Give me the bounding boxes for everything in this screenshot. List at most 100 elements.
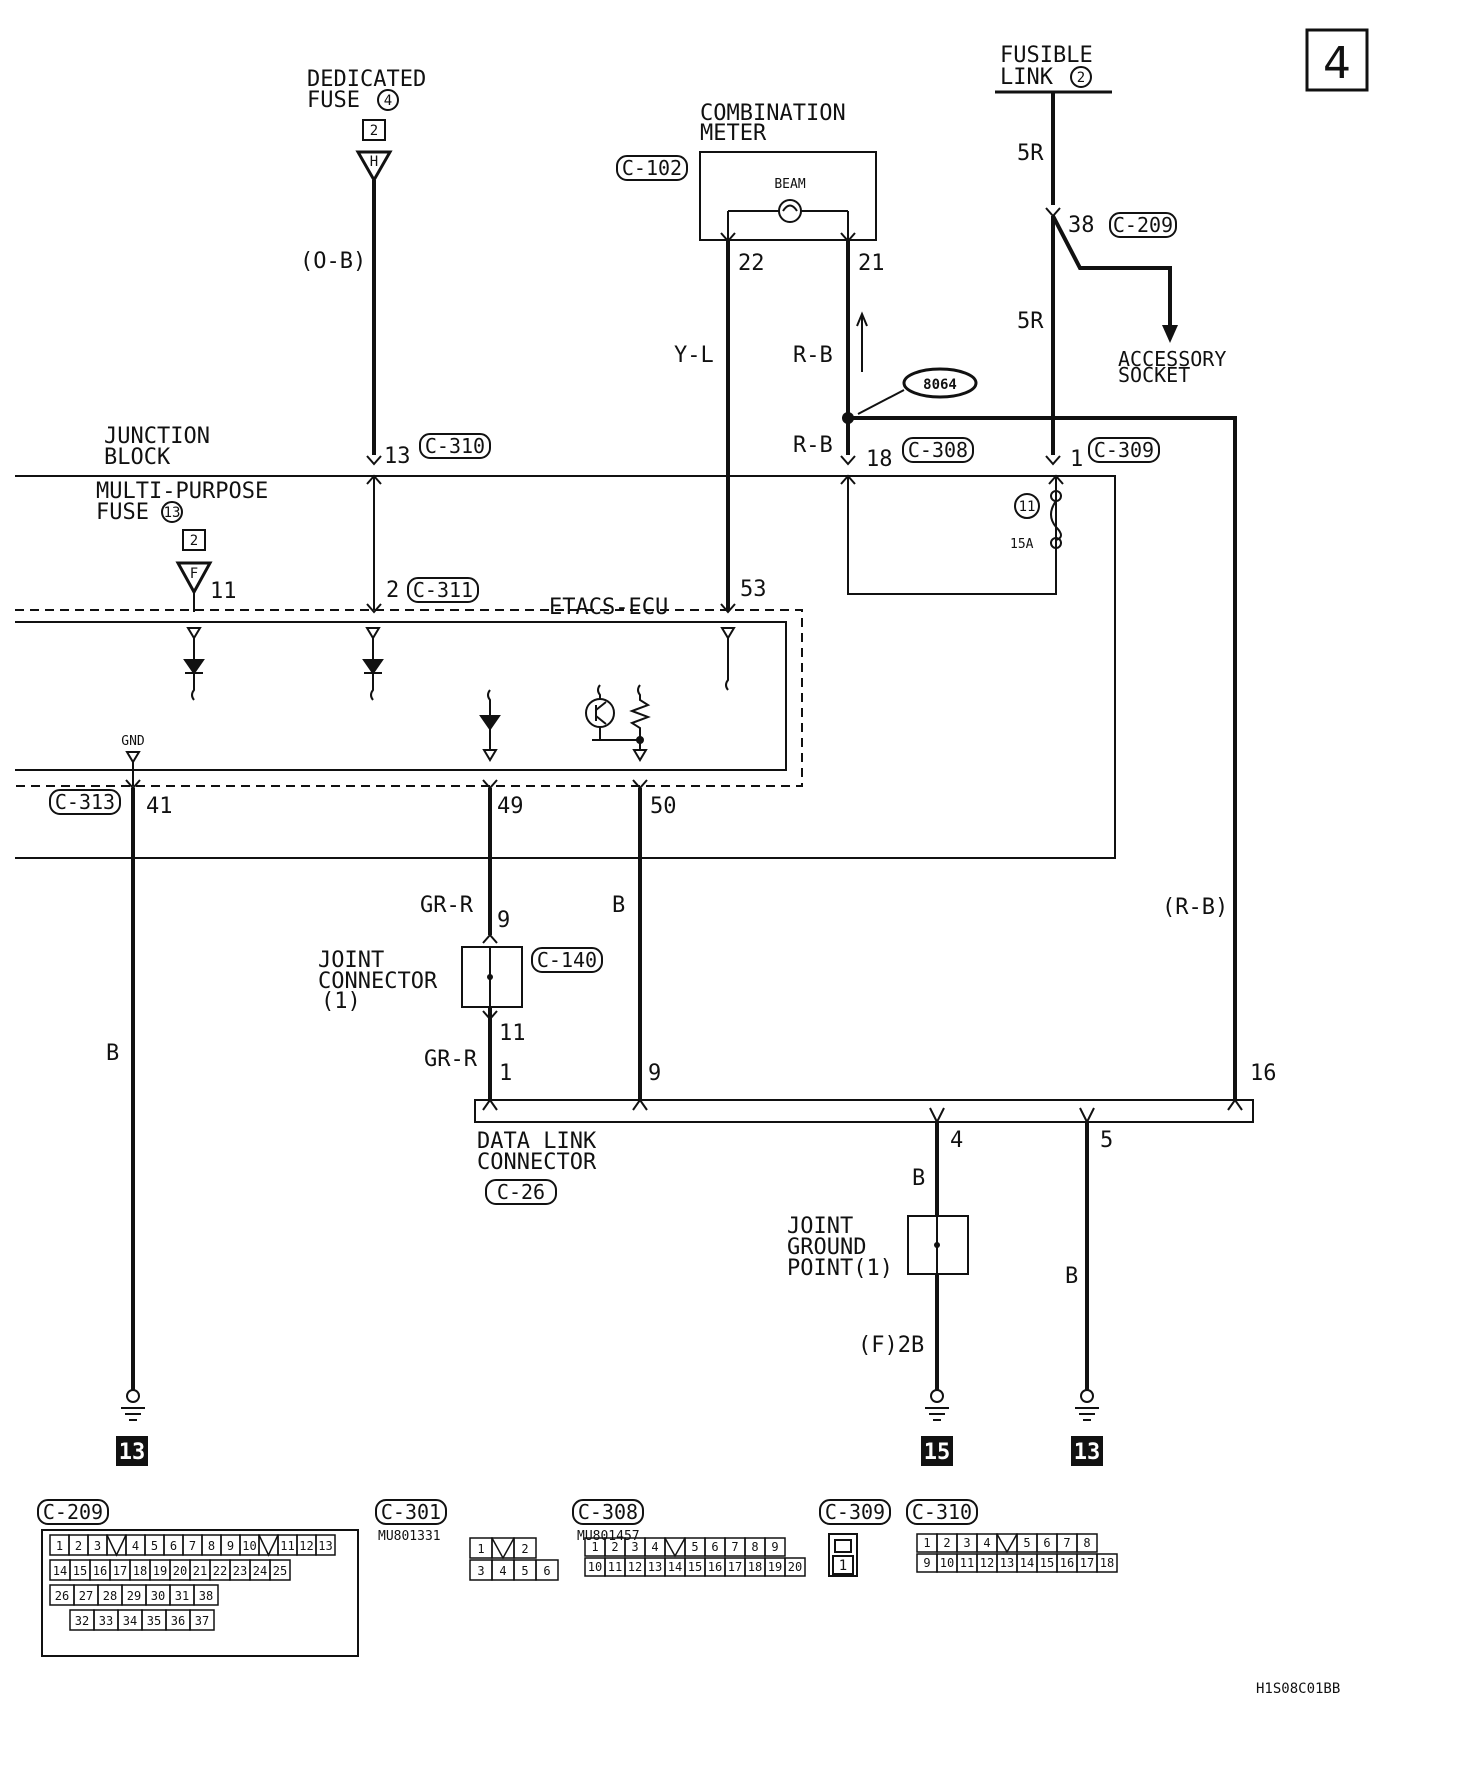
dedicated-fuse-number: 4 bbox=[384, 93, 392, 109]
cv-c309-pin: 1 bbox=[839, 1558, 847, 1574]
fuse-11-rating: 15A bbox=[1010, 537, 1034, 552]
multi-purpose-fuse-label: MULTI-PURPOSE bbox=[96, 479, 268, 504]
cv-c308-pin: 11 bbox=[608, 1560, 622, 1574]
cv-c209-pin: 29 bbox=[127, 1589, 141, 1603]
meter-pin-21: 21 bbox=[858, 251, 885, 276]
cv-c209-pin: 35 bbox=[147, 1614, 161, 1628]
dedicated-fuse-tri: H bbox=[370, 154, 378, 170]
cv-c209-pin: 28 bbox=[103, 1589, 117, 1603]
pin-38: 38 bbox=[1068, 213, 1095, 238]
pin-4: 4 bbox=[950, 1128, 963, 1153]
wire-gr-r-2: GR-R bbox=[424, 1047, 478, 1072]
cv-c209-pin: 37 bbox=[195, 1614, 209, 1628]
cv-c209-pin: 24 bbox=[253, 1564, 267, 1578]
beam-indicator-icon bbox=[778, 199, 802, 223]
conn-c102: C-102 bbox=[622, 156, 682, 180]
cv-c310-pin: 9 bbox=[923, 1556, 930, 1570]
cv-c309-body bbox=[828, 1533, 858, 1577]
cv-c308-pin: 17 bbox=[728, 1560, 742, 1574]
cv-c209-pin: 17 bbox=[113, 1564, 127, 1578]
cv-c301-pin: 1 bbox=[477, 1542, 484, 1556]
joint-ground-point-label3: POINT(1) bbox=[787, 1256, 893, 1281]
cv-c301-pin: 5 bbox=[521, 1564, 528, 1578]
cv-c209-pin: 9 bbox=[227, 1539, 234, 1553]
ground-13-b-label: 13 bbox=[1074, 1440, 1101, 1465]
pin-2: 2 bbox=[386, 578, 399, 603]
cv-c301-part: MU801331 bbox=[378, 1529, 441, 1544]
meter-pin-22: 22 bbox=[738, 251, 765, 276]
multi-purpose-fuse-number: 13 bbox=[164, 505, 181, 521]
pin-49: 49 bbox=[497, 794, 524, 819]
cv-c209-pin: 7 bbox=[189, 1539, 196, 1553]
fusible-link-number: 2 bbox=[1077, 70, 1085, 86]
pin-11-jc: 11 bbox=[499, 1021, 526, 1046]
multi-purpose-fuse-tri: F bbox=[190, 566, 198, 582]
cv-c209-pin: 5 bbox=[151, 1539, 158, 1553]
diagram-code: H1S08C01BB bbox=[1256, 1681, 1340, 1697]
wire-5r-b: 5R bbox=[1017, 309, 1044, 334]
cv-c310-pin: 10 bbox=[940, 1556, 954, 1570]
cv-c310-pin: 15 bbox=[1040, 1556, 1054, 1570]
cv-c308-pin: 14 bbox=[668, 1560, 682, 1574]
cv-c308-pin: 1 bbox=[591, 1540, 598, 1554]
multi-purpose-fuse-box: 2 bbox=[190, 533, 198, 549]
dedicated-fuse-label2: FUSE bbox=[307, 88, 360, 113]
ground-13-b bbox=[1071, 1436, 1103, 1466]
pin-13: 13 bbox=[384, 444, 411, 469]
cv-c310-pin: 6 bbox=[1043, 1536, 1050, 1550]
cv-c308-pin: 18 bbox=[748, 1560, 762, 1574]
wire-f-2b: (F)2B bbox=[858, 1333, 924, 1358]
cv-c310-pin: 11 bbox=[960, 1556, 974, 1570]
cv-c308-pin: 5 bbox=[691, 1540, 698, 1554]
dedicated-fuse-box: 2 bbox=[370, 123, 378, 139]
accessory-socket-label2: SOCKET bbox=[1118, 363, 1190, 387]
multi-purpose-fuse-label2: FUSE bbox=[96, 500, 149, 525]
cv-c209-body bbox=[41, 1529, 359, 1657]
cv-c209-pin: 8 bbox=[208, 1539, 215, 1553]
cv-c209-pin: 18 bbox=[133, 1564, 147, 1578]
gnd-label: GND bbox=[121, 734, 145, 749]
pin-41: 41 bbox=[146, 794, 173, 819]
data-link-connector-label2: CONNECTOR bbox=[477, 1150, 597, 1175]
cv-c308-pin: 12 bbox=[628, 1560, 642, 1574]
cv-c209-pin: 22 bbox=[213, 1564, 227, 1578]
cv-c209-pin: 20 bbox=[173, 1564, 187, 1578]
cv-c308-pin: 13 bbox=[648, 1560, 662, 1574]
cv-c310-pin: 3 bbox=[963, 1536, 970, 1550]
junction-block-outline bbox=[15, 475, 1116, 859]
cv-c310-pin: 17 bbox=[1080, 1556, 1094, 1570]
conn-c311: C-311 bbox=[413, 578, 473, 602]
cv-c209-pin: 27 bbox=[79, 1589, 93, 1603]
conn-c209: C-209 bbox=[1113, 213, 1173, 237]
cv-c209-pin: 36 bbox=[171, 1614, 185, 1628]
cv-c308-pin: 20 bbox=[788, 1560, 802, 1574]
cv-c310-pin: 8 bbox=[1083, 1536, 1090, 1550]
splice-8064: 8064 bbox=[923, 377, 957, 393]
wire-b-3: B bbox=[912, 1166, 925, 1191]
joint-connector-label2: CONNECTOR bbox=[318, 969, 438, 994]
wire-y-l: Y-L bbox=[674, 343, 714, 368]
cv-c209-pin: 11 bbox=[280, 1539, 294, 1553]
cv-c301-pin: 3 bbox=[477, 1564, 484, 1578]
cv-c301-pin: 4 bbox=[499, 1564, 506, 1578]
cv-c209-pin: 2 bbox=[75, 1539, 82, 1553]
cv-c308-pin: 19 bbox=[768, 1560, 782, 1574]
conn-c140: C-140 bbox=[537, 948, 597, 972]
cv-c308-pin: 7 bbox=[731, 1540, 738, 1554]
cv-c310-pin: 7 bbox=[1063, 1536, 1070, 1550]
cv-c209-pin: 31 bbox=[175, 1589, 189, 1603]
cv-c309-label: C-309 bbox=[825, 1500, 885, 1524]
cv-c209-pin: 32 bbox=[75, 1614, 89, 1628]
cv-c209-pin: 4 bbox=[132, 1539, 139, 1553]
wire-b-2: B bbox=[612, 893, 625, 918]
conn-c313: C-313 bbox=[55, 790, 115, 814]
cv-c209-label: C-209 bbox=[43, 1500, 103, 1524]
cv-c209-pin: 1 bbox=[56, 1539, 63, 1553]
ground-13-a-label: 13 bbox=[119, 1440, 146, 1465]
cv-c310-pin: 13 bbox=[1000, 1556, 1014, 1570]
cv-c308-pin: 9 bbox=[771, 1540, 778, 1554]
page-number: 4 bbox=[1323, 38, 1351, 89]
joint-connector-label3: (1) bbox=[321, 989, 361, 1014]
fuse-11-number: 11 bbox=[1019, 499, 1036, 515]
cv-c209-pin: 30 bbox=[151, 1589, 165, 1603]
